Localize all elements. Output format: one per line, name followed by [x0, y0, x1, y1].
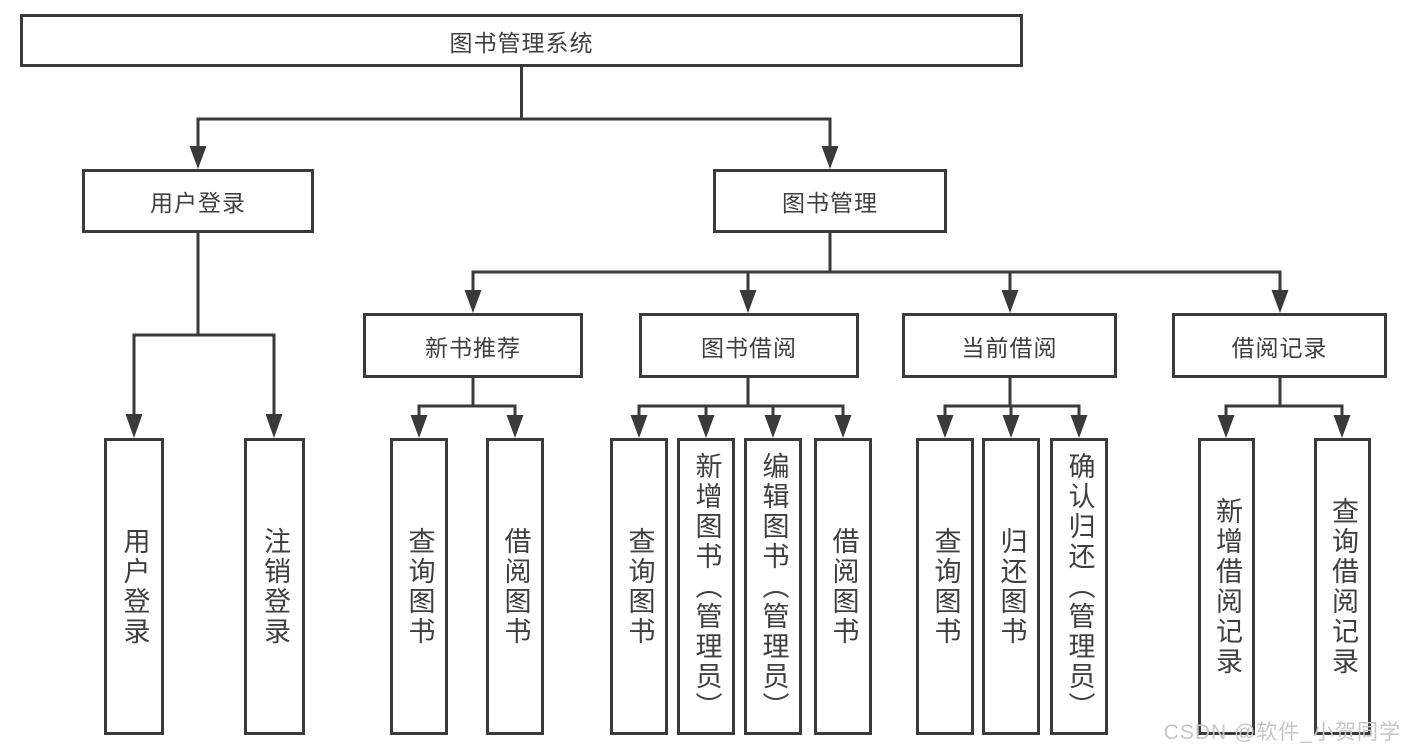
node-label: 新书推荐 — [425, 334, 521, 361]
leaf-confirm-return-admin: 确认归还（管理员） — [1050, 438, 1108, 735]
watermark: CSDN @软件_小贺同学 — [1163, 721, 1401, 744]
leaf-label: 确认归还（管理员） — [1064, 451, 1095, 722]
node-label: 图书管理系统 — [449, 29, 594, 56]
leaf-query-borrow-record: 查询借阅记录 — [1314, 438, 1371, 735]
node-label: 用户登录 — [150, 190, 246, 216]
leaf-label: 查询借阅记录 — [1328, 496, 1358, 677]
node-library-management-system: 图书管理系统 — [20, 14, 1023, 67]
node-label: 借阅记录 — [1231, 334, 1328, 361]
node-user-login: 用户登录 — [82, 169, 314, 233]
node-label: 当前借阅 — [961, 334, 1058, 361]
leaf-user-login: 用户登录 — [104, 438, 164, 735]
node-book-management: 图书管理 — [713, 169, 947, 233]
leaf-borrow-books-recommend: 借阅图书 — [486, 438, 544, 735]
node-book-borrowing: 图书借阅 — [639, 313, 859, 378]
leaf-edit-books-admin: 编辑图书（管理员） — [744, 438, 802, 735]
leaf-logout: 注销登录 — [244, 438, 305, 735]
leaf-label: 归还图书 — [996, 526, 1027, 647]
leaf-label: 查询图书 — [404, 526, 435, 647]
node-label: 图书管理 — [782, 190, 878, 216]
leaf-label: 用户登录 — [119, 526, 150, 647]
leaf-add-borrow-record: 新增借阅记录 — [1198, 438, 1255, 735]
leaf-label: 查询图书 — [624, 526, 655, 647]
leaf-label: 新增借阅记录 — [1212, 496, 1242, 677]
leaf-query-books-borrowing: 查询图书 — [610, 438, 668, 735]
leaf-label: 借阅图书 — [828, 526, 859, 647]
leaf-label: 新增图书（管理员） — [691, 451, 722, 722]
leaf-label: 查询图书 — [930, 526, 961, 647]
leaf-label: 借阅图书 — [500, 526, 531, 647]
node-borrow-records: 借阅记录 — [1172, 313, 1387, 378]
leaf-return-books: 归还图书 — [982, 438, 1040, 735]
node-label: 图书借阅 — [701, 334, 797, 361]
leaf-add-books-admin: 新增图书（管理员） — [677, 438, 735, 735]
leaf-label: 编辑图书（管理员） — [758, 451, 789, 722]
leaf-query-books-recommend: 查询图书 — [390, 438, 448, 735]
leaf-label: 注销登录 — [260, 526, 290, 647]
node-current-borrow: 当前借阅 — [902, 313, 1117, 378]
leaf-borrow-books: 借阅图书 — [814, 438, 872, 735]
node-new-book-recommend: 新书推荐 — [363, 313, 583, 378]
leaf-query-books-current: 查询图书 — [916, 438, 974, 735]
